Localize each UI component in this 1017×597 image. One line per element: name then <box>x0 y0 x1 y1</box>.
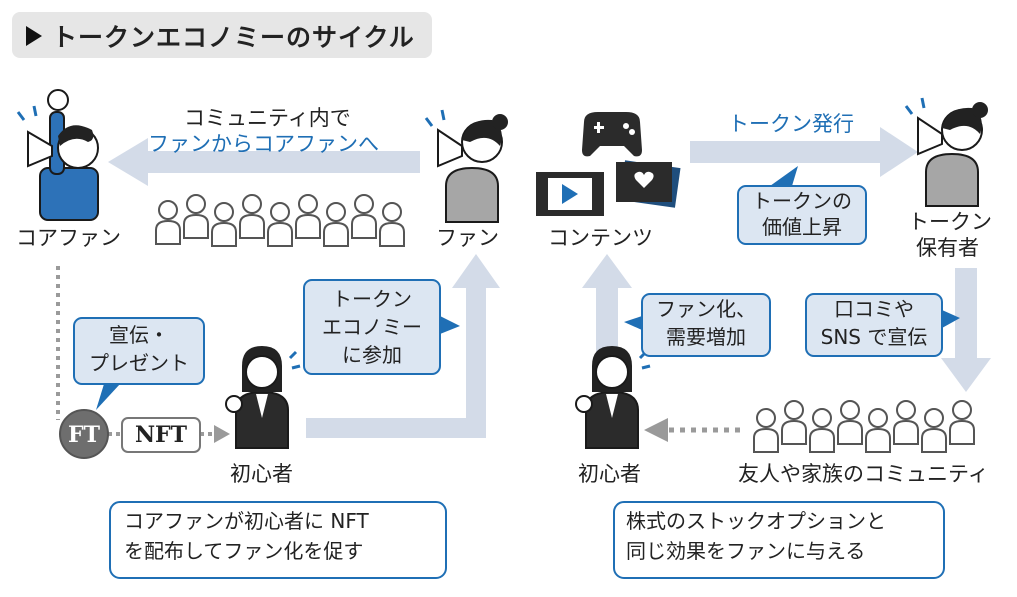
megaphone-icon <box>27 130 53 168</box>
megaphone-icon <box>437 128 463 168</box>
note-left-line1: コアファンが初心者に NFT <box>124 509 369 533</box>
bubble-join-line3: に参加 <box>342 343 402 367</box>
dotted-arrowhead-newcomer <box>214 425 230 443</box>
bubble-token-value <box>737 185 867 245</box>
note-right-box <box>613 501 945 579</box>
token-holder-label-1: トークン <box>908 210 992 234</box>
megaphone-icon <box>917 116 943 156</box>
arrow-fan-to-core <box>108 138 420 186</box>
newcomer-left-label: 初心者 <box>230 462 293 486</box>
arrow-to-contents <box>582 254 632 362</box>
community-label: 友人や家族のコミュニティ <box>738 462 989 486</box>
core-fan-figure <box>16 89 99 221</box>
badges <box>59 409 201 459</box>
arrow-token-issue <box>690 127 918 177</box>
nft-badge-text: NFT <box>134 422 188 448</box>
newcomer-left-figure <box>225 346 301 449</box>
note-boxes <box>109 501 945 579</box>
bubble-promo <box>73 317 205 385</box>
bubble-join-line1: トークン <box>332 287 412 311</box>
nft-badge <box>121 417 201 453</box>
token-issue-label: トークン発行 <box>728 112 854 136</box>
bubble-promo-line1: 宣伝・ <box>109 323 169 347</box>
note-left-box <box>109 501 447 579</box>
note-right-line2: 同じ効果をファンに与える <box>626 539 866 563</box>
arrow-newcomer-to-fan <box>306 254 500 438</box>
newcomer-right-label: 初心者 <box>578 462 641 486</box>
bubble-token-value-line2: 価値上昇 <box>762 215 842 239</box>
bubble-token-value-line1: トークンの <box>752 189 852 213</box>
contents-label: コンテンツ <box>548 226 653 250</box>
dotted-arrow-head <box>644 418 668 442</box>
ft-token-icon <box>59 409 109 459</box>
bubble-join-line2: エコノミー <box>322 315 422 339</box>
bubble-demand-line1: ファン化、 <box>656 297 756 321</box>
heart-icon <box>634 171 654 188</box>
bubble-sns-line1: 口コミや <box>834 297 914 321</box>
bubble-demand-line2: 需要増加 <box>666 325 746 349</box>
triangle-bullet-icon <box>26 26 42 46</box>
note-right-line1: 株式のストックオプションと <box>626 509 886 533</box>
arrow-holder-to-community <box>941 268 991 392</box>
core-fan-label: コアファン <box>16 226 121 250</box>
token-holder-figure <box>904 97 988 207</box>
arrows <box>56 127 991 443</box>
page-title: トークンエコノミーのサイクル <box>52 23 415 52</box>
title-bar <box>12 12 432 58</box>
note-left-line2: を配布してファン化を促す <box>124 539 364 563</box>
fan-figure <box>424 109 508 223</box>
arrow-caption-2: ファンからコアファンへ <box>148 132 379 156</box>
ft-badge-text: FT <box>68 422 100 448</box>
newcomer-right-figure <box>575 346 651 449</box>
crowd-right <box>753 400 975 453</box>
crowd-left <box>155 194 405 247</box>
fan-label: ファン <box>436 226 499 250</box>
arrow-caption-1: コミュニティ内で <box>184 106 351 130</box>
token-holder-label-2: 保有者 <box>916 236 979 260</box>
bubbles <box>73 166 960 410</box>
bubble-promo-line2: プレゼント <box>89 351 189 375</box>
bubble-sns-line2: SNS で宣伝 <box>820 325 928 349</box>
contents-icons <box>536 112 681 216</box>
